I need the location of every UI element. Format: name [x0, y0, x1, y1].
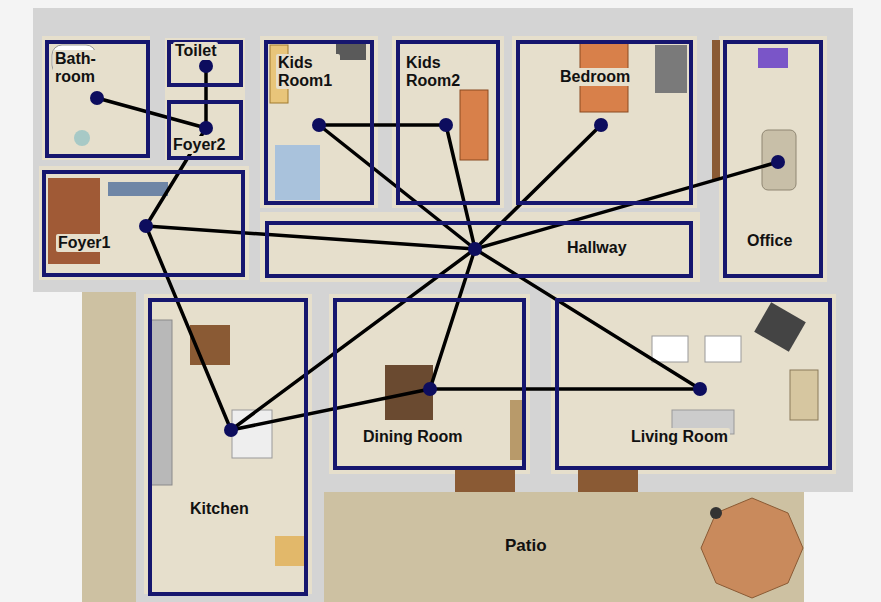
- patio-chair: [710, 507, 722, 519]
- adjacency-edge: [319, 123, 446, 127]
- room-label: Bath- room: [53, 50, 109, 85]
- room-box: Toilet: [167, 40, 243, 87]
- counter: [150, 320, 172, 485]
- floor: [42, 36, 150, 160]
- room-label: Foyer1: [56, 234, 112, 252]
- door: [712, 40, 720, 180]
- room-dot: [423, 382, 437, 396]
- room-dot: [139, 219, 153, 233]
- room-label: Office: [745, 232, 794, 250]
- room-box: Foyer1: [42, 170, 245, 277]
- fireplace: [790, 370, 818, 420]
- room-box: Office: [723, 40, 823, 278]
- adjacency-edge: [446, 125, 475, 249]
- room-box: Bath- room: [45, 40, 150, 158]
- room-label: Kids Room1: [276, 54, 340, 89]
- bench: [108, 182, 168, 196]
- room-dot: [771, 155, 785, 169]
- room-dot: [90, 91, 104, 105]
- room-box: Living Room: [555, 298, 832, 470]
- room-dot: [224, 423, 238, 437]
- room-label: Hallway: [565, 239, 629, 257]
- room-box: Kitchen: [148, 298, 308, 596]
- room-box: Bedroom: [516, 40, 693, 205]
- room-dot: [199, 59, 213, 73]
- window-grille: [455, 468, 515, 492]
- adjacency-edge: [475, 249, 700, 389]
- room-label: Dining Room: [361, 428, 465, 446]
- adjacency-edge: [146, 226, 231, 430]
- area-label: Patio: [503, 537, 549, 556]
- room-dot: [312, 118, 326, 132]
- washbasin: [74, 130, 90, 146]
- floor: [719, 36, 827, 282]
- island: [232, 410, 272, 458]
- adjacency-edge: [146, 226, 475, 249]
- room-dot: [468, 242, 482, 256]
- window-grille: [578, 468, 638, 492]
- room-label: Living Room: [629, 428, 730, 446]
- sofa: [762, 130, 796, 190]
- room-label: Kids Room2: [404, 54, 468, 89]
- rug: [275, 145, 320, 200]
- floor: [392, 36, 504, 208]
- room-label: Toilet: [173, 42, 218, 60]
- adjacency-edge: [430, 249, 475, 389]
- adjacency-edge: [475, 162, 778, 249]
- wardrobe: [655, 45, 687, 93]
- armchair: [705, 336, 741, 362]
- floor: [260, 212, 700, 282]
- floors: [39, 36, 836, 594]
- patio-umbrella: [701, 498, 803, 598]
- room-label: Kitchen: [188, 500, 251, 518]
- sideboard: [510, 400, 522, 460]
- adjacency-edge: [430, 387, 700, 391]
- room-dot: [594, 118, 608, 132]
- room-box: Dining Room: [333, 298, 526, 470]
- room-dot: [693, 382, 707, 396]
- floor: [144, 294, 312, 594]
- office-desk: [758, 48, 788, 68]
- adjacency-edge: [231, 389, 430, 430]
- bed: [460, 90, 488, 160]
- piano: [754, 302, 806, 351]
- floor: [512, 36, 697, 208]
- floor: [165, 38, 245, 160]
- adjacency-edge: [204, 66, 208, 128]
- room-box: Hallway: [265, 221, 693, 278]
- room-box: Foyer2: [167, 100, 243, 160]
- armchair: [652, 336, 688, 362]
- room-dot: [199, 121, 213, 135]
- room-label: Bedroom: [558, 68, 632, 86]
- box: [275, 536, 307, 566]
- floor: [260, 36, 378, 208]
- room-label: Foyer2: [171, 136, 227, 154]
- room-box: Kids Room1: [264, 40, 374, 205]
- room-dot: [439, 118, 453, 132]
- floor: [39, 166, 249, 280]
- room-box: Kids Room2: [396, 40, 500, 205]
- floor: [329, 294, 530, 474]
